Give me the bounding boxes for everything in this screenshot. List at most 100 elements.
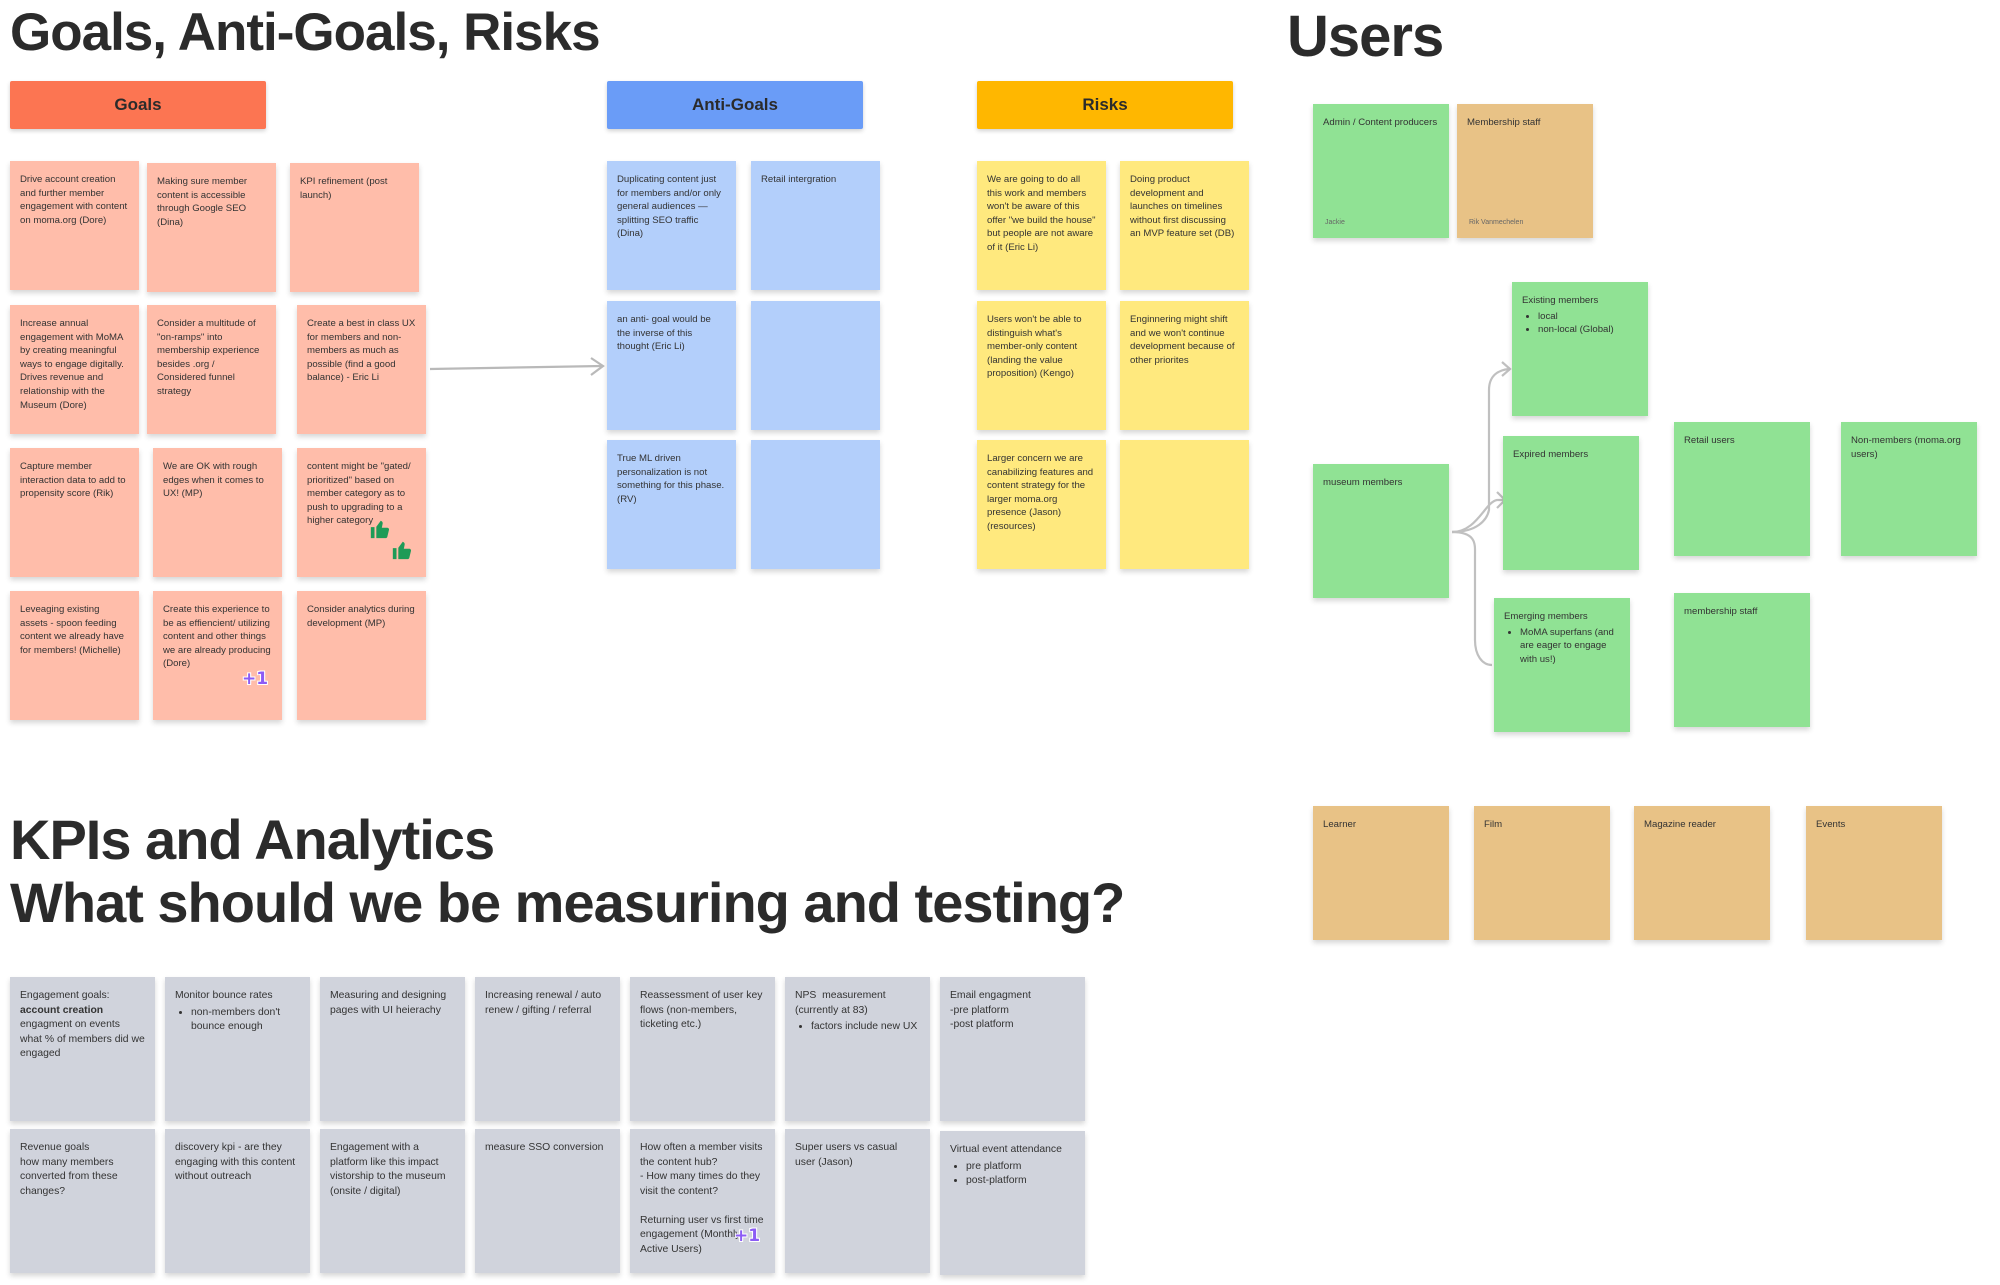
- sticky-note[interactable]: Engagement goals: account creation engag…: [10, 977, 155, 1121]
- sticky-note[interactable]: Users won't be able to distinguish what'…: [977, 301, 1106, 430]
- sticky-note[interactable]: We are OK with rough edges when it comes…: [153, 448, 282, 577]
- sticky-note[interactable]: discovery kpi - are they engaging with t…: [165, 1129, 310, 1273]
- goals-header[interactable]: Goals: [10, 81, 266, 129]
- sticky-note[interactable]: Email engagment -pre platform -post plat…: [940, 977, 1085, 1121]
- note-text: Super users vs casual user (Jason): [795, 1142, 901, 1168]
- sticky-note[interactable]: Events: [1806, 806, 1942, 940]
- note-text: Admin / Content producers: [1323, 117, 1438, 128]
- note-text: museum members: [1323, 477, 1403, 488]
- note-text: Engagement goals:: [20, 990, 110, 1001]
- note-text: Capture member interaction data to add t…: [20, 461, 129, 500]
- sticky-note[interactable]: Duplicating content just for members and…: [607, 161, 736, 290]
- sticky-note[interactable]: Retail intergration: [751, 161, 880, 290]
- plus-one-icon[interactable]: +1: [734, 1226, 761, 1246]
- sticky-note[interactable]: NPS measurement (currently at 83) factor…: [785, 977, 930, 1121]
- sticky-note[interactable]: Membership staff Rik Vanmechelen: [1457, 104, 1593, 238]
- sticky-note[interactable]: [751, 440, 880, 569]
- sticky-note[interactable]: Admin / Content producers Jackie: [1313, 104, 1449, 238]
- sticky-note[interactable]: Drive account creation and further membe…: [10, 161, 139, 290]
- connector-arrow: [429, 357, 605, 376]
- note-list: pre platform post-platform: [950, 1160, 1075, 1189]
- note-text: Engagement with a platform like this imp…: [330, 1142, 449, 1197]
- sticky-note[interactable]: How often a member visits the content hu…: [630, 1129, 775, 1273]
- note-text: content might be "gated/ prioritized" ba…: [307, 461, 414, 527]
- sticky-note[interactable]: Create a best in class UX for members an…: [297, 305, 426, 434]
- anti-goals-header[interactable]: Anti-Goals: [607, 81, 863, 129]
- sticky-note[interactable]: Making sure member content is accessible…: [147, 163, 276, 292]
- note-text: Leveaging existing assets - spoon feedin…: [20, 604, 127, 656]
- sticky-note[interactable]: Measuring and designing pages with UI he…: [320, 977, 465, 1121]
- sticky-note[interactable]: content might be "gated/ prioritized" ba…: [297, 448, 426, 577]
- sticky-note[interactable]: Increase annual engagement with MoMA by …: [10, 305, 139, 434]
- sticky-note[interactable]: Learner: [1313, 806, 1449, 940]
- sticky-note[interactable]: museum members: [1313, 464, 1449, 598]
- note-text: Measuring and designing pages with UI he…: [330, 990, 449, 1016]
- note-text: Making sure member content is accessible…: [157, 176, 250, 228]
- note-text: Drive account creation and further membe…: [20, 174, 130, 226]
- sticky-note[interactable]: Film: [1474, 806, 1610, 940]
- sticky-note[interactable]: Increasing renewal / auto renew / giftin…: [475, 977, 620, 1121]
- sticky-note[interactable]: Emerging members MoMA superfans (and are…: [1494, 598, 1630, 732]
- note-text: Film: [1484, 819, 1503, 830]
- note-list: local non-local (Global): [1522, 310, 1638, 337]
- sticky-note[interactable]: Larger concern we are canabilizing featu…: [977, 440, 1106, 569]
- sticky-note[interactable]: Revenue goals how many members converted…: [10, 1129, 155, 1273]
- note-text: Retail users: [1684, 435, 1735, 446]
- sticky-note[interactable]: KPI refinement (post launch): [290, 163, 419, 292]
- users-section-title: Users: [1287, 4, 1444, 69]
- sticky-note[interactable]: Non-members (moma.org users): [1841, 422, 1977, 556]
- list-item: pre platform: [966, 1160, 1075, 1175]
- note-text: Revenue goals how many members converted…: [20, 1142, 118, 1197]
- note-title: Monitor bounce rates: [175, 990, 273, 1001]
- note-title: Virtual event attendance: [950, 1144, 1062, 1155]
- note-title: Existing members: [1522, 295, 1599, 306]
- note-bold-text: account creation: [20, 1004, 104, 1016]
- note-text: Retail intergration: [761, 174, 837, 185]
- sticky-note[interactable]: Doing product development and launches o…: [1120, 161, 1249, 290]
- sticky-note[interactable]: an anti- goal would be the inverse of th…: [607, 301, 736, 430]
- note-text: Email engagment -pre platform -post plat…: [950, 990, 1031, 1031]
- note-text: engagment on events what % of members di…: [20, 1019, 145, 1060]
- goals-section-title: Goals, Anti-Goals, Risks: [10, 3, 601, 62]
- sticky-note[interactable]: Engagement with a platform like this imp…: [320, 1129, 465, 1273]
- thumbs-up-icon[interactable]: [369, 518, 391, 540]
- sticky-note[interactable]: Enginnering might shift and we won't con…: [1120, 301, 1249, 430]
- note-text: Increasing renewal / auto renew / giftin…: [485, 990, 604, 1016]
- note-text: Doing product development and launches o…: [1130, 174, 1235, 240]
- note-text: Membership staff: [1467, 117, 1541, 128]
- note-text: Larger concern we are canabilizing featu…: [987, 453, 1096, 533]
- sticky-note[interactable]: Reassessment of user key flows (non-memb…: [630, 977, 775, 1121]
- sticky-note[interactable]: We are going to do all this work and mem…: [977, 161, 1106, 290]
- sticky-note[interactable]: [1120, 440, 1249, 569]
- list-item: non-local (Global): [1538, 323, 1638, 337]
- list-item: MoMA superfans (and are eager to engage …: [1520, 626, 1620, 667]
- sticky-note[interactable]: Consider a multitude of "on-ramps" into …: [147, 305, 276, 434]
- sticky-note[interactable]: Create this experience to be as effienci…: [153, 591, 282, 720]
- thumbs-up-icon[interactable]: [391, 539, 413, 561]
- note-text: Duplicating content just for members and…: [617, 174, 724, 240]
- sticky-note[interactable]: Super users vs casual user (Jason): [785, 1129, 930, 1273]
- kpi-section-title-line2: What should we be measuring and testing?: [10, 871, 1125, 934]
- risks-header[interactable]: Risks: [977, 81, 1233, 129]
- note-text: Consider analytics during development (M…: [307, 604, 418, 629]
- sticky-note[interactable]: Magazine reader: [1634, 806, 1770, 940]
- note-text: membership staff: [1684, 606, 1758, 617]
- sticky-note[interactable]: Virtual event attendance pre platform po…: [940, 1131, 1085, 1275]
- note-text: Reassessment of user key flows (non-memb…: [640, 990, 766, 1031]
- sticky-note[interactable]: Retail users: [1674, 422, 1810, 556]
- sticky-note[interactable]: Monitor bounce rates non-members don't b…: [165, 977, 310, 1121]
- sticky-note[interactable]: Leveaging existing assets - spoon feedin…: [10, 591, 139, 720]
- sticky-note[interactable]: Consider analytics during development (M…: [297, 591, 426, 720]
- sticky-note[interactable]: Existing members local non-local (Global…: [1512, 282, 1648, 416]
- sticky-note[interactable]: True ML driven personalization is not so…: [607, 440, 736, 569]
- plus-one-icon[interactable]: +1: [242, 669, 269, 689]
- sticky-note[interactable]: measure SSO conversion: [475, 1129, 620, 1273]
- note-text: How often a member visits the content hu…: [640, 1142, 764, 1255]
- kpi-section-title-line1: KPIs and Analytics: [10, 808, 495, 871]
- sticky-note[interactable]: membership staff: [1674, 593, 1810, 727]
- sticky-note[interactable]: Capture member interaction data to add t…: [10, 448, 139, 577]
- note-text: True ML driven personalization is not so…: [617, 453, 727, 505]
- sticky-note[interactable]: Expired members: [1503, 436, 1639, 570]
- note-text: Enginnering might shift and we won't con…: [1130, 314, 1238, 366]
- sticky-note[interactable]: [751, 301, 880, 430]
